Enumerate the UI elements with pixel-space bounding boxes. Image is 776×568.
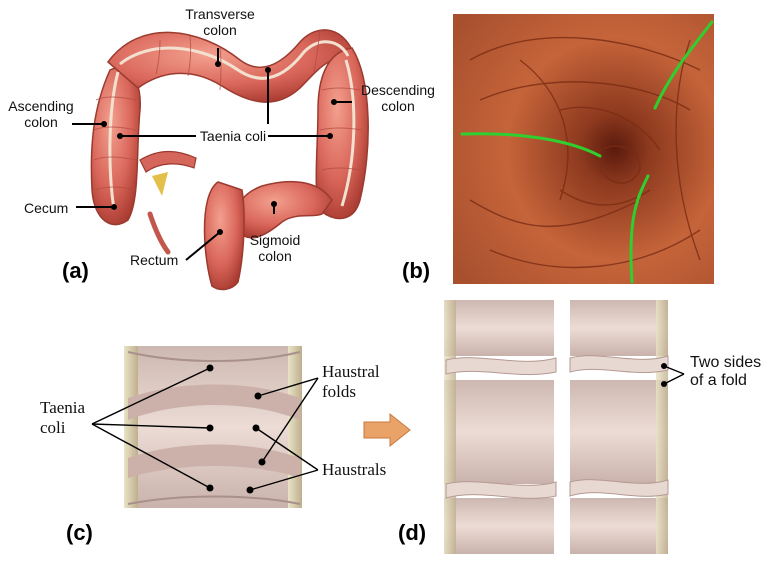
panel-label-c: (c) (66, 520, 93, 546)
sigmoid-colon (235, 182, 332, 238)
ascending-colon (91, 68, 140, 225)
appendix (150, 214, 168, 252)
label-haustrals: Haustrals (322, 460, 386, 480)
label-descending-colon: Descending colon (352, 82, 444, 114)
colon-illustration (91, 30, 368, 290)
endoscopy-view (453, 14, 714, 284)
right-column (570, 300, 668, 554)
panel-label-d: (d) (398, 520, 426, 546)
ileum (140, 152, 196, 173)
label-haustral-folds: Haustral folds (322, 362, 380, 401)
label-ascending-colon: Ascending colon (6, 98, 76, 130)
transition-arrow (364, 414, 410, 446)
label-rectum: Rectum (130, 252, 178, 268)
rectum (205, 182, 245, 289)
label-sigmoid-colon: Sigmoid colon (246, 232, 304, 264)
panel-label-b: (b) (402, 258, 430, 284)
fat-tissue (152, 172, 168, 196)
label-two-sides-of-fold: Two sides of a fold (690, 354, 761, 391)
panel-label-a: (a) (62, 258, 89, 284)
label-taenia-coli-a: Taenia coli (198, 128, 268, 144)
split-segments (444, 300, 668, 554)
label-taenia-coli-c: Taenia coli (40, 398, 85, 437)
label-transverse-colon: Transverse colon (180, 6, 260, 38)
left-column (444, 300, 556, 554)
label-cecum: Cecum (24, 200, 68, 216)
